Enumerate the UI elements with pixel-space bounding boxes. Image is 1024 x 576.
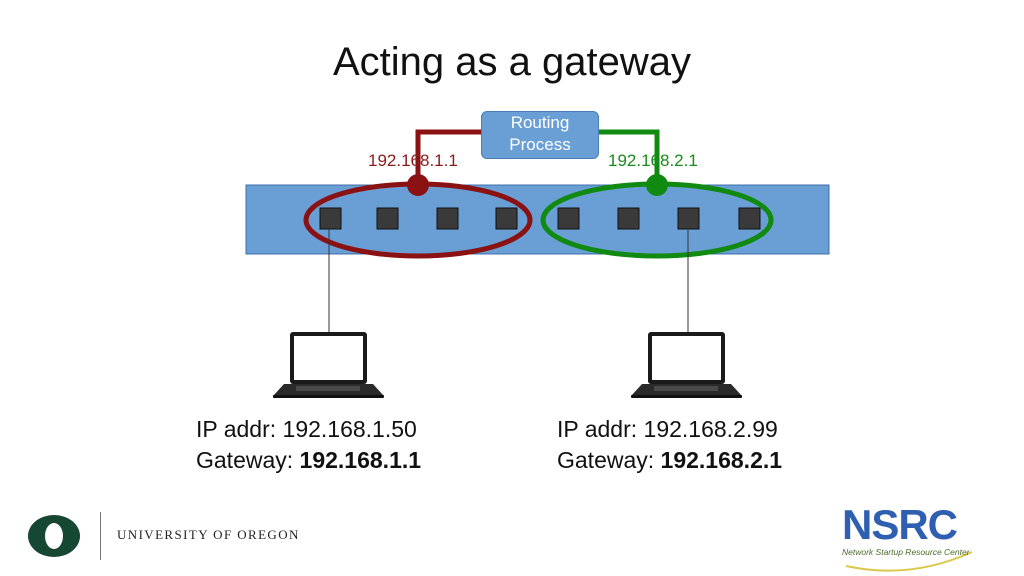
- port-6: [617, 207, 640, 230]
- nsrc-swoosh: [845, 551, 973, 572]
- university-name: UNIVERSITY OF OREGON: [117, 527, 300, 542]
- right-interface-dot: [646, 174, 668, 196]
- port-7: [677, 207, 700, 230]
- host-right-ip: 192.168.2.99: [643, 416, 778, 442]
- port-1: [319, 207, 342, 230]
- host-left-ip-label: IP addr:: [196, 416, 283, 442]
- host-right-gateway-label: Gateway:: [557, 447, 661, 473]
- host-right-ip-line: IP addr: 192.168.2.99: [557, 414, 782, 445]
- nsrc-logo: NSRC Network Startup Resource Center: [842, 503, 978, 575]
- university-of-oregon-logo: [28, 515, 80, 557]
- right-interface-connector: [597, 129, 660, 184]
- port-3: [436, 207, 459, 230]
- host-left-gateway-label: Gateway:: [196, 447, 300, 473]
- routing-process-box: Routing Process: [481, 111, 599, 159]
- port-8: [738, 207, 761, 230]
- host-right-gateway-line: Gateway: 192.168.2.1: [557, 445, 782, 476]
- router-body: [245, 184, 830, 255]
- host-left-gateway: 192.168.1.1: [299, 447, 422, 473]
- slide-title: Acting as a gateway: [333, 40, 691, 84]
- right-interface-ip: 192.168.2.1: [608, 151, 698, 170]
- port-4: [495, 207, 518, 230]
- left-interface-ip: 192.168.1.1: [368, 151, 458, 170]
- routing-process-line-1: Routing: [510, 113, 570, 132]
- host-left-info: IP addr: 192.168.1.50 Gateway: 192.168.1…: [196, 414, 421, 476]
- host-right-gateway: 192.168.2.1: [660, 447, 783, 473]
- left-interface-dot: [407, 174, 429, 196]
- router-ports: [319, 207, 761, 230]
- host-right-info: IP addr: 192.168.2.99 Gateway: 192.168.2…: [557, 414, 782, 476]
- nsrc-tagline: Network Startup Resource Center: [842, 547, 970, 557]
- nsrc-logo-text: NSRC: [842, 501, 958, 548]
- host-left-ip: 192.168.1.50: [282, 416, 417, 442]
- laptop-left-icon: [273, 332, 384, 398]
- laptop-right-icon: [631, 332, 742, 398]
- port-5: [557, 207, 580, 230]
- host-right-ip-label: IP addr:: [557, 416, 644, 442]
- host-left-ip-line: IP addr: 192.168.1.50: [196, 414, 421, 445]
- routing-process-line-2: Process: [509, 135, 571, 154]
- port-2: [376, 207, 399, 230]
- host-left-gateway-line: Gateway: 192.168.1.1: [196, 445, 421, 476]
- footer-divider: [100, 512, 101, 560]
